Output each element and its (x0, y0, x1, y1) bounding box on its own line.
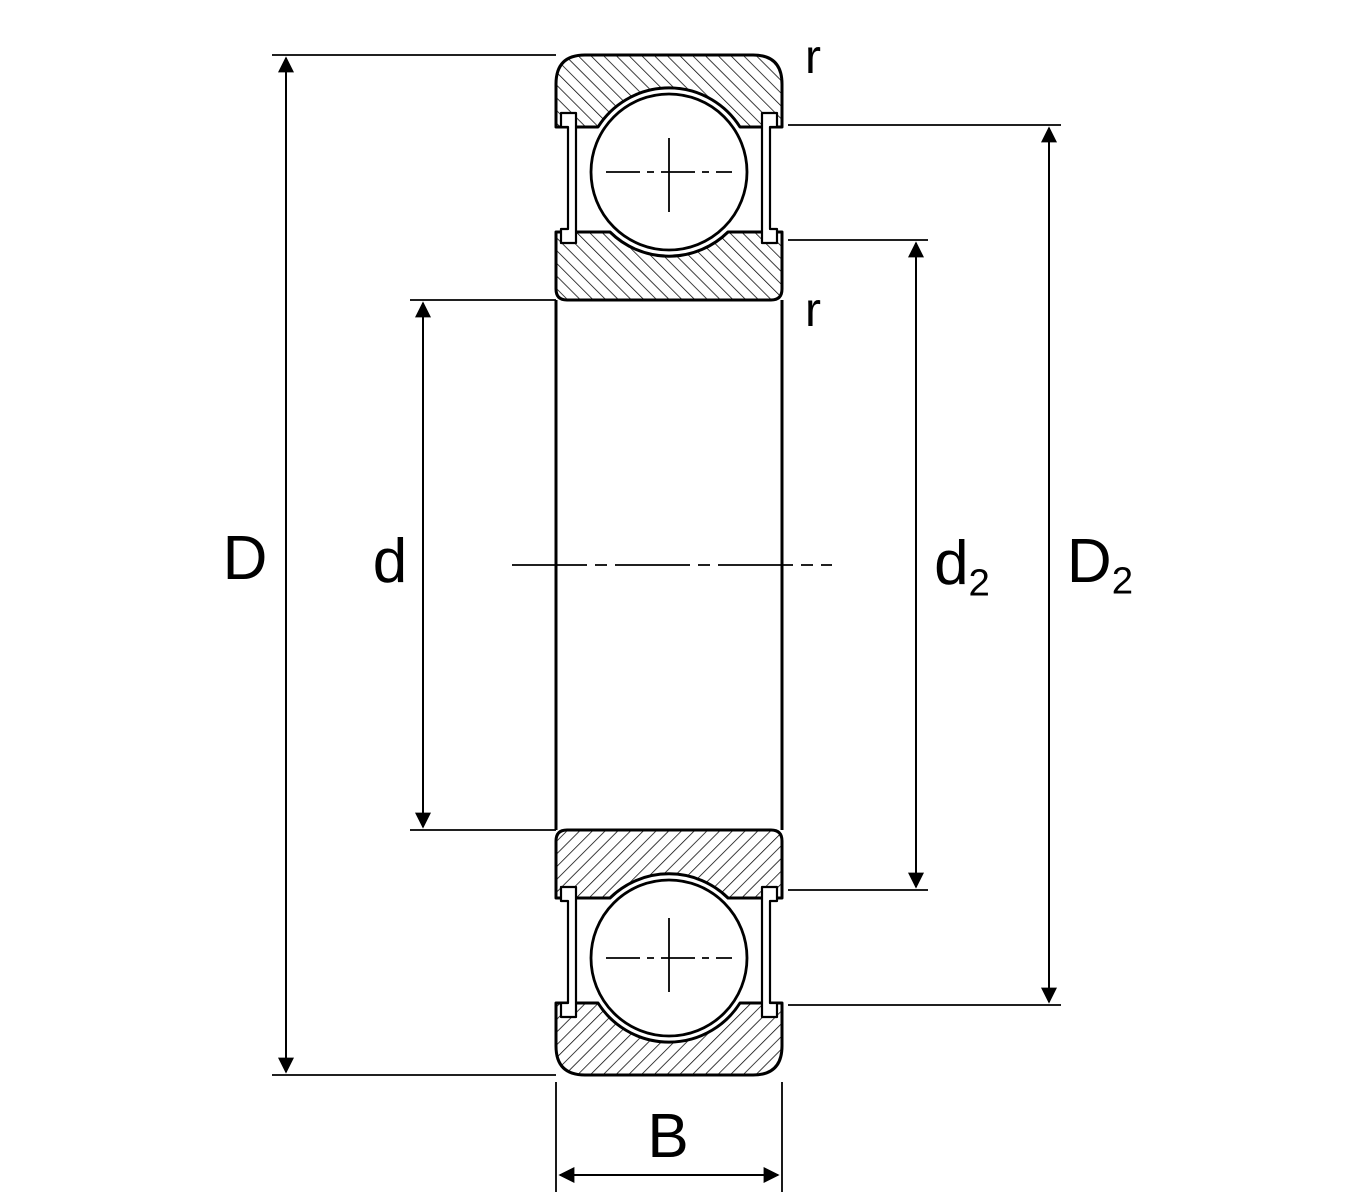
label-d2-sub: 2 (968, 561, 990, 605)
dim-d2-group (788, 239, 928, 891)
label-d2-main: d (934, 529, 969, 599)
inner-ring-section (554, 230, 784, 302)
label-B: B (647, 1106, 688, 1176)
label-r-outer: r (805, 34, 821, 82)
dim-D2-group (788, 124, 1061, 1006)
label-D2-main: D (1066, 527, 1112, 597)
label-d: d (373, 531, 407, 601)
label-B-main: B (647, 1102, 689, 1172)
label-D-main: D (222, 524, 268, 594)
label-r-inner: r (805, 287, 821, 335)
label-r-outer-main: r (805, 31, 821, 84)
bearing-lower-half (554, 828, 784, 1077)
label-d2: d2 (934, 533, 990, 603)
label-r-inner-main: r (805, 284, 821, 337)
dim-d-group (410, 299, 556, 831)
outer-ring-section (554, 53, 784, 129)
label-D2-sub: 2 (1111, 559, 1134, 603)
shield-left (559, 111, 578, 245)
bearing-upper-half (554, 53, 784, 302)
label-D2: D2 (1067, 531, 1133, 601)
dim-B-group (555, 1082, 783, 1192)
label-D: D (223, 528, 268, 598)
dim-D-group (272, 54, 556, 1076)
label-d-main: d (372, 527, 408, 597)
shield-right (760, 111, 779, 245)
